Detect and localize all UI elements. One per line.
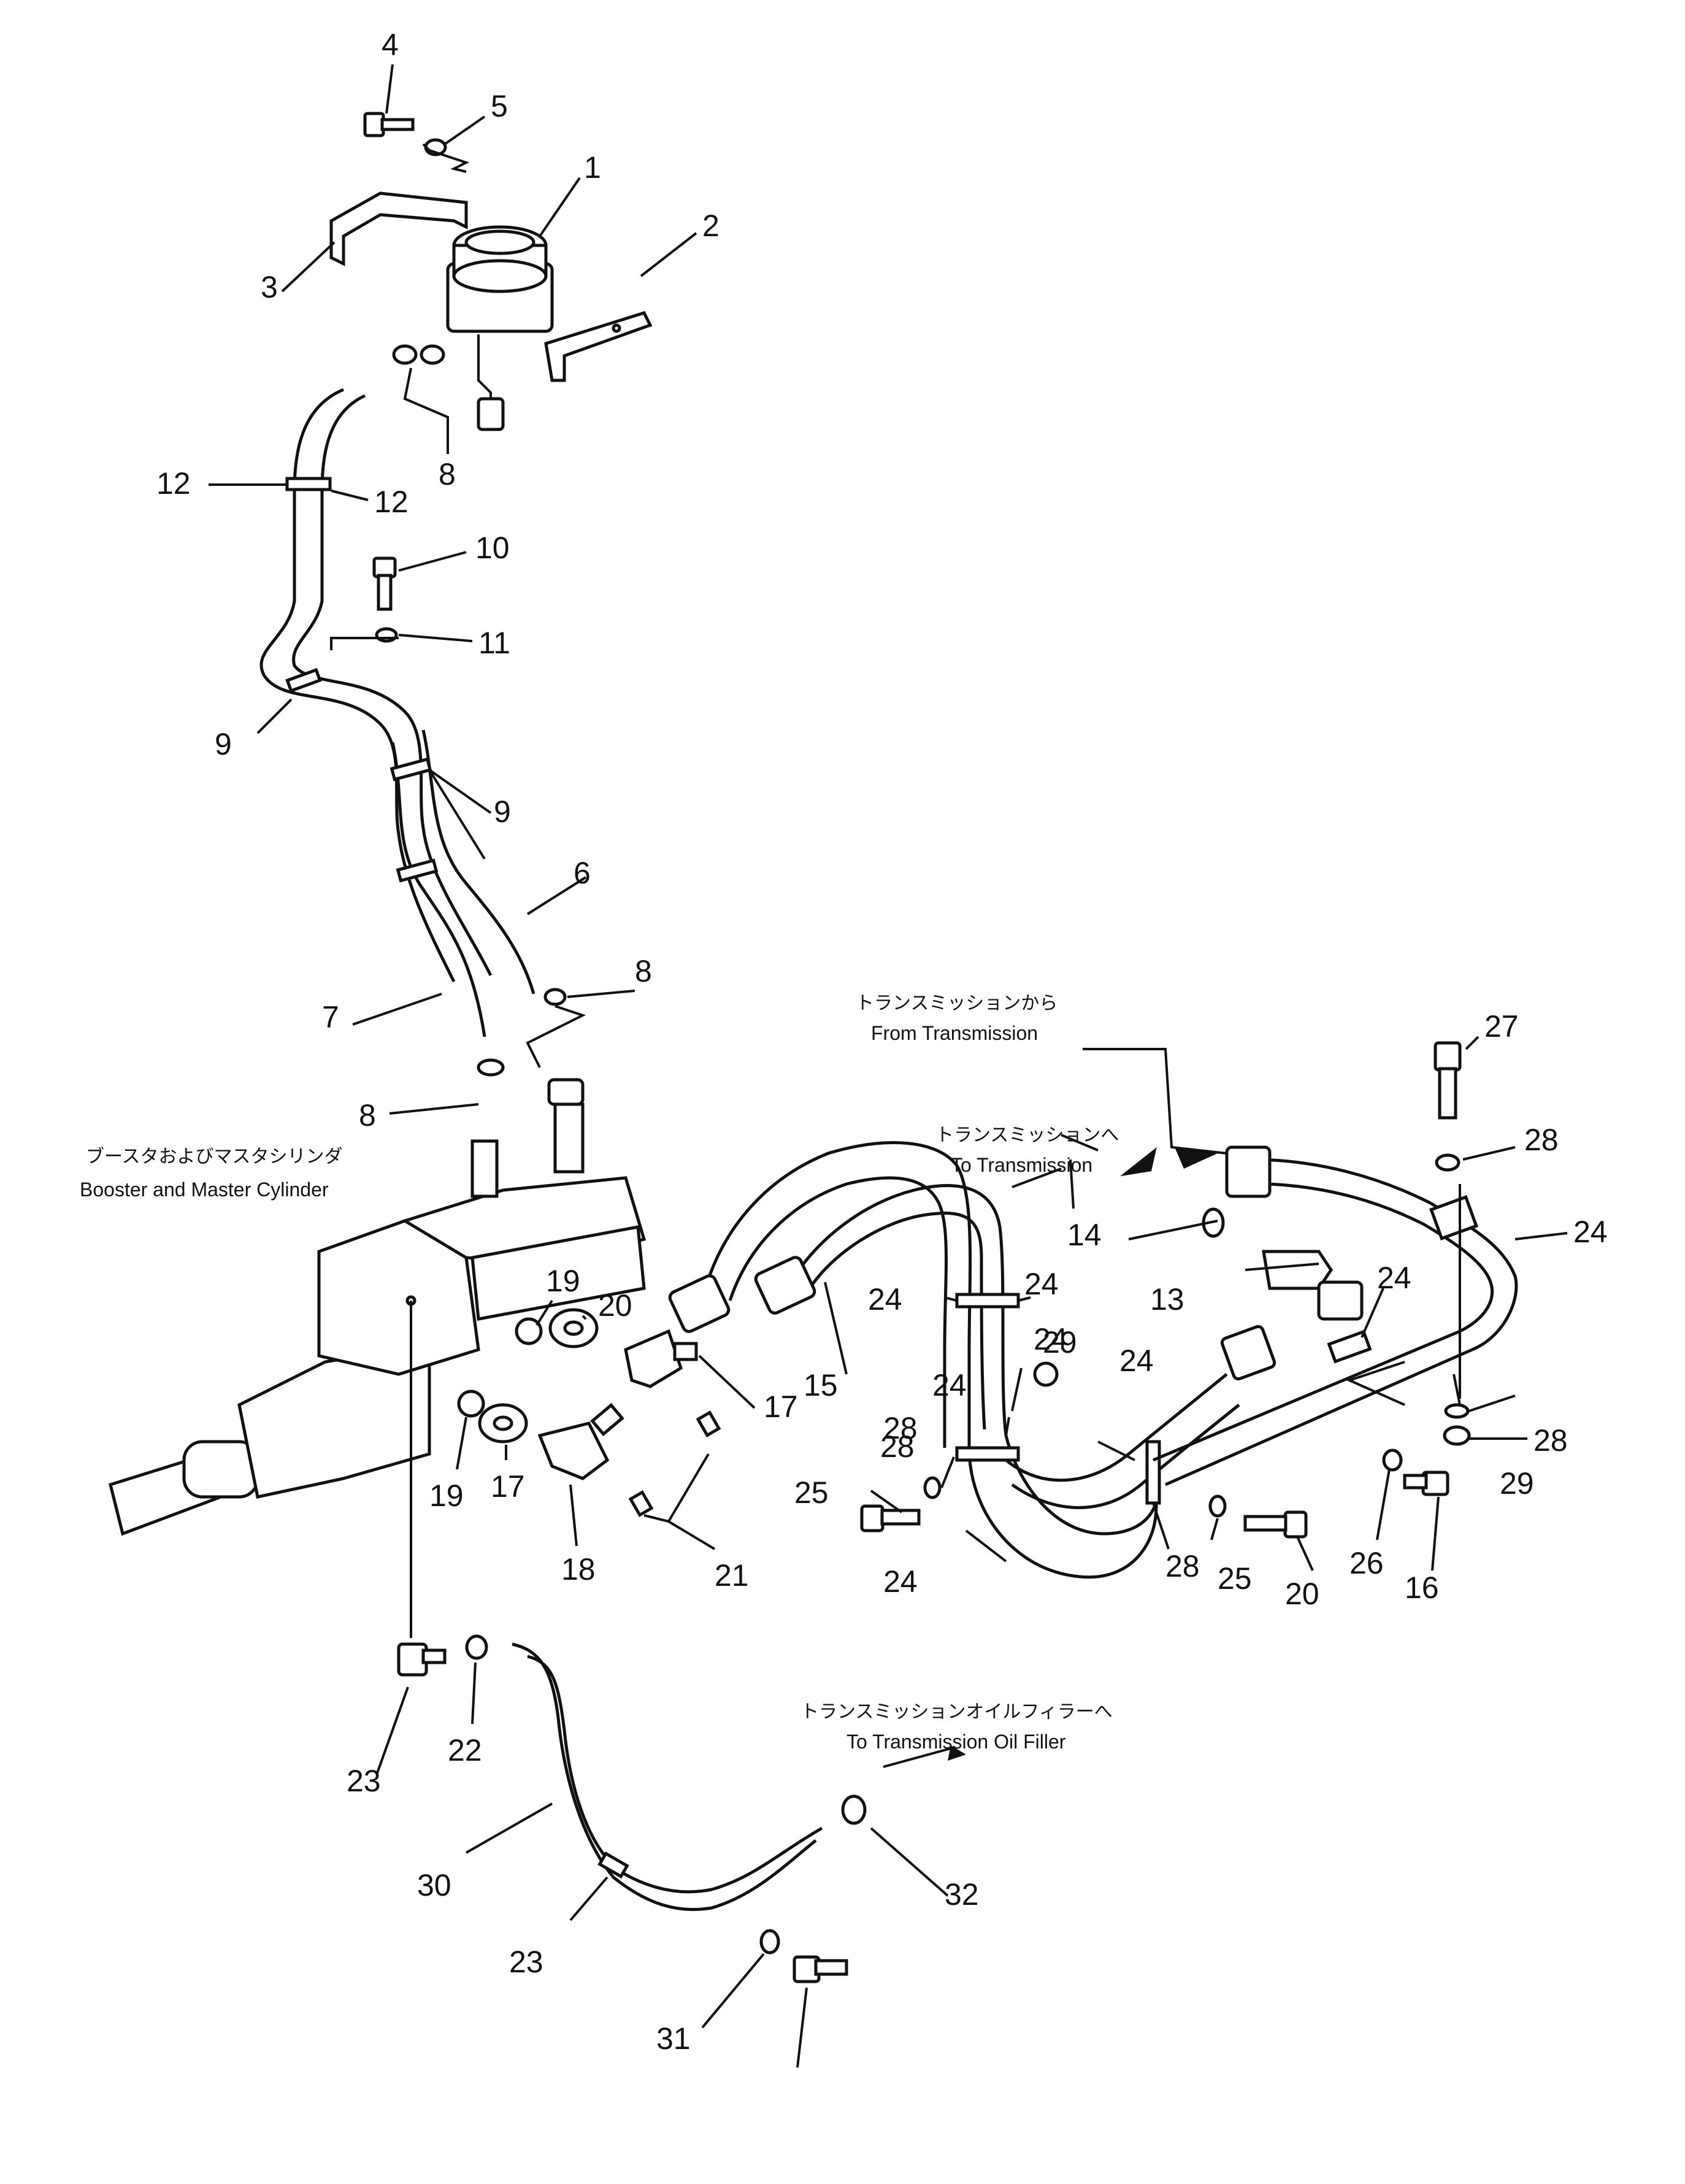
callout-label: 17 (491, 1469, 525, 1504)
callout-label: 4 (382, 28, 399, 62)
callout-label: 16 (1405, 1571, 1439, 1605)
callout-label: 2 (702, 209, 720, 243)
hose-clamps-8-lower (477, 988, 567, 1077)
bolt-4 (363, 112, 415, 137)
callout-label: 24 (932, 1368, 967, 1402)
callout-label: 19 (546, 1264, 580, 1298)
callout-label: 26 (1349, 1546, 1384, 1580)
callout-label: 1 (584, 150, 601, 185)
callout-label: 29 (1043, 1325, 1077, 1359)
callout-label: 28 (880, 1429, 915, 1464)
bracket-right (544, 310, 653, 382)
leader-lines (209, 64, 1568, 2068)
caption-to-transmission-jp: トランスミッションへ (935, 1125, 1119, 1146)
callout-label: 7 (322, 1000, 339, 1034)
caption-booster-jp: ブースタおよびマスタシリンダ (86, 1146, 343, 1167)
callout-label: 30 (417, 1868, 451, 1902)
callout-label: 24 (883, 1564, 918, 1599)
callout-label: 9 (215, 727, 232, 761)
callout-label: 5 (491, 89, 508, 123)
callout-label: 28 (1533, 1423, 1568, 1458)
callout-label: 22 (448, 1733, 482, 1767)
filler-hose-22 (397, 1634, 867, 1983)
bolt-10 (372, 556, 397, 611)
callout-label: 25 (1218, 1561, 1252, 1596)
callout-label: 24 (1024, 1267, 1059, 1301)
callout-label: 15 (804, 1368, 838, 1402)
callout-label: 8 (635, 954, 652, 988)
hose-clamps-8 (392, 344, 445, 365)
caption-from-transmission-jp: トランスミッションから (856, 993, 1057, 1014)
callout-label: 20 (598, 1288, 632, 1323)
flow-captions: トランスミッションから From Transmission トランスミッションへ… (80, 993, 1119, 1753)
callout-label: 9 (494, 794, 511, 829)
callout-label: 28 (883, 1411, 918, 1445)
callout-label: 32 (945, 1877, 979, 1912)
booster-master-cylinder (109, 1078, 647, 1536)
callout-label: 25 (794, 1475, 829, 1510)
hoses-6-7-9-12 (259, 388, 535, 1037)
callout-label: 23 (347, 1764, 381, 1798)
bracket-left (329, 191, 468, 267)
callout-label: 20 (1285, 1577, 1319, 1611)
caption-from-transmission-en: From Transmission (871, 1022, 1038, 1044)
callout-label: 27 (1484, 1009, 1519, 1044)
callout-label: 14 (1067, 1218, 1102, 1252)
transmission-hoses-15-16 (668, 1141, 1240, 1579)
callout-numbers: 4 5 1 2 3 8 12 12 10 11 9 9 6 7 8 8 27 2… (156, 28, 1608, 2056)
bolt-27 (1434, 1041, 1462, 1120)
callout-label: 28 (1524, 1123, 1559, 1157)
caption-oil-filler-jp: トランスミッションオイルフィラーへ (800, 1701, 1113, 1723)
callout-label: 31 (656, 2021, 691, 2056)
callout-label: 11 (478, 626, 510, 660)
callout-label: 24 (1377, 1261, 1411, 1295)
arrow-heads (948, 1147, 1218, 1761)
callout-label: 18 (561, 1552, 596, 1586)
callout-label: 23 (509, 1945, 543, 1979)
brake-reservoir-tank (446, 225, 554, 431)
callout-label: 24 (1034, 1322, 1068, 1356)
callout-label: 19 (429, 1478, 464, 1513)
callout-label: 10 (475, 531, 510, 565)
callout-label: 29 (1500, 1466, 1534, 1501)
callout-label: 12 (374, 485, 409, 519)
caption-oil-filler-en: To Transmission Oil Filler (846, 1731, 1066, 1753)
callout-label: 17 (764, 1390, 798, 1424)
callout-label: 28 (1165, 1549, 1200, 1583)
callout-label: 21 (715, 1558, 749, 1593)
callout-label: 24 (1573, 1215, 1608, 1249)
callout-label: 13 (1150, 1282, 1184, 1317)
callout-label: 8 (439, 457, 456, 491)
caption-to-transmission-en: To Transmission (951, 1154, 1092, 1176)
cooler-hose-right (1153, 1145, 1518, 1486)
callout-label: 3 (261, 270, 278, 304)
callout-label: 24 (1119, 1344, 1154, 1378)
callout-label: 24 (868, 1282, 902, 1317)
callout-label: 6 (574, 856, 591, 890)
callout-label: 12 (156, 466, 191, 501)
caption-booster-en: Booster and Master Cylinder (80, 1179, 329, 1201)
callout-label: 8 (359, 1098, 376, 1132)
